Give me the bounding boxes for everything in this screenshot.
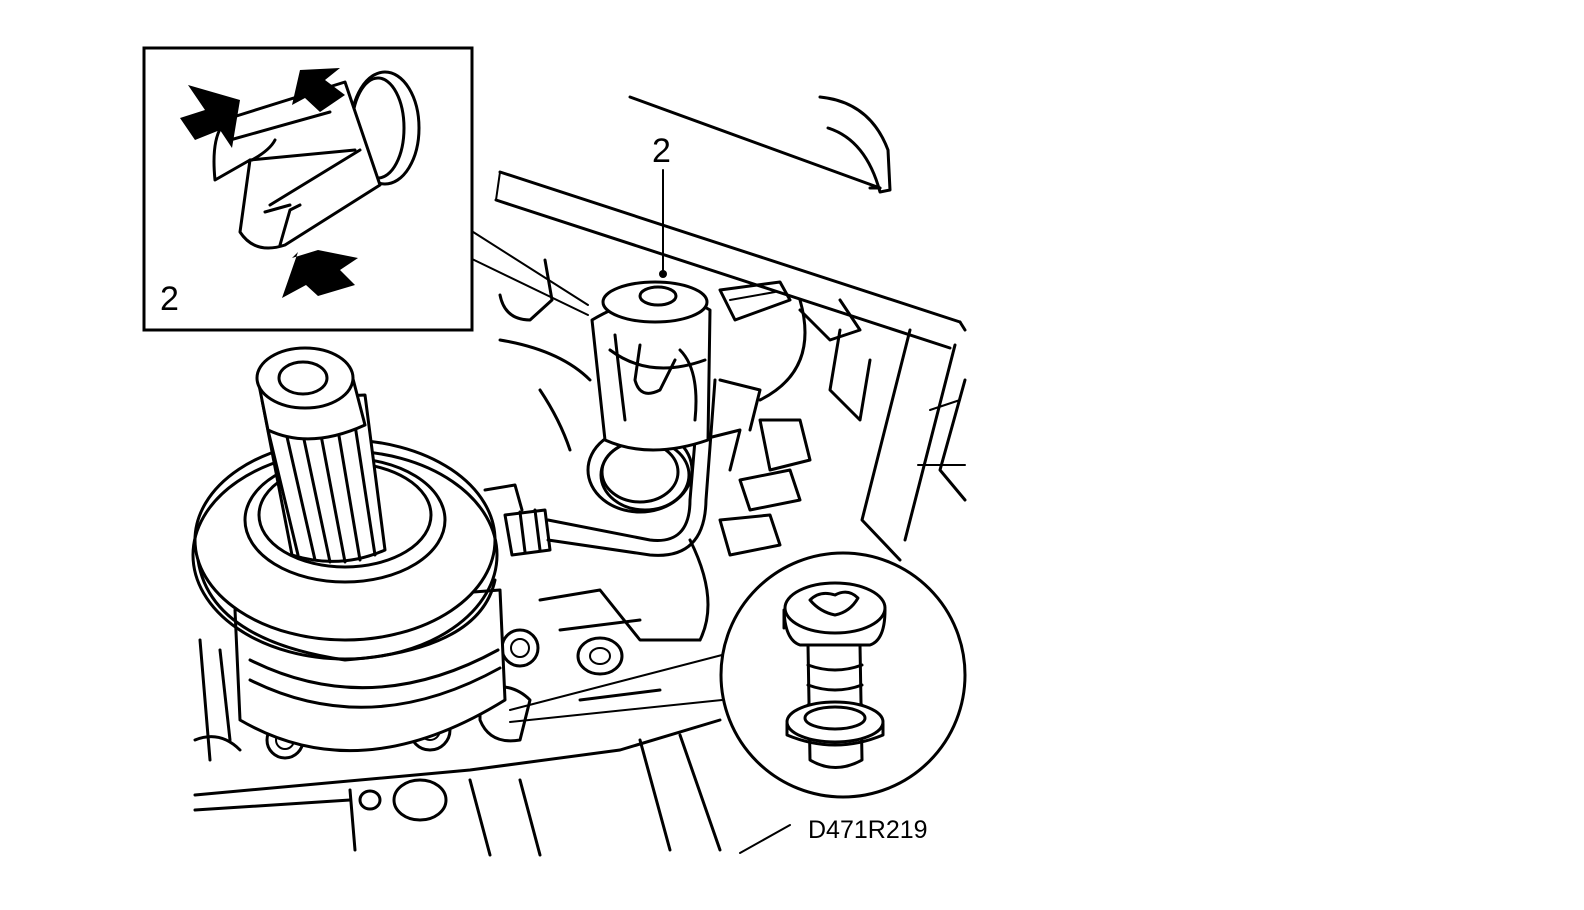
hydraulic-pipe-with-clip: 2 — [546, 132, 717, 557]
gearbox-housing — [193, 95, 967, 857]
figure-code-text: D471R219 — [808, 816, 928, 844]
arrow-right-icon — [180, 85, 240, 148]
arrow-up-icon — [292, 68, 345, 112]
torx-screw-icon — [782, 581, 887, 769]
arrow-upleft-icon — [282, 250, 358, 298]
clip-detail-icon — [212, 70, 421, 250]
inset-label: 2 — [160, 280, 179, 318]
release-bearing-assembly — [191, 346, 552, 753]
part-label: 2 — [652, 132, 671, 170]
leader-dot-icon — [659, 270, 667, 278]
figure-code: D471R219 — [739, 816, 928, 854]
inset-clip-detail: 2 — [142, 46, 589, 332]
screw-detail — [509, 551, 967, 799]
